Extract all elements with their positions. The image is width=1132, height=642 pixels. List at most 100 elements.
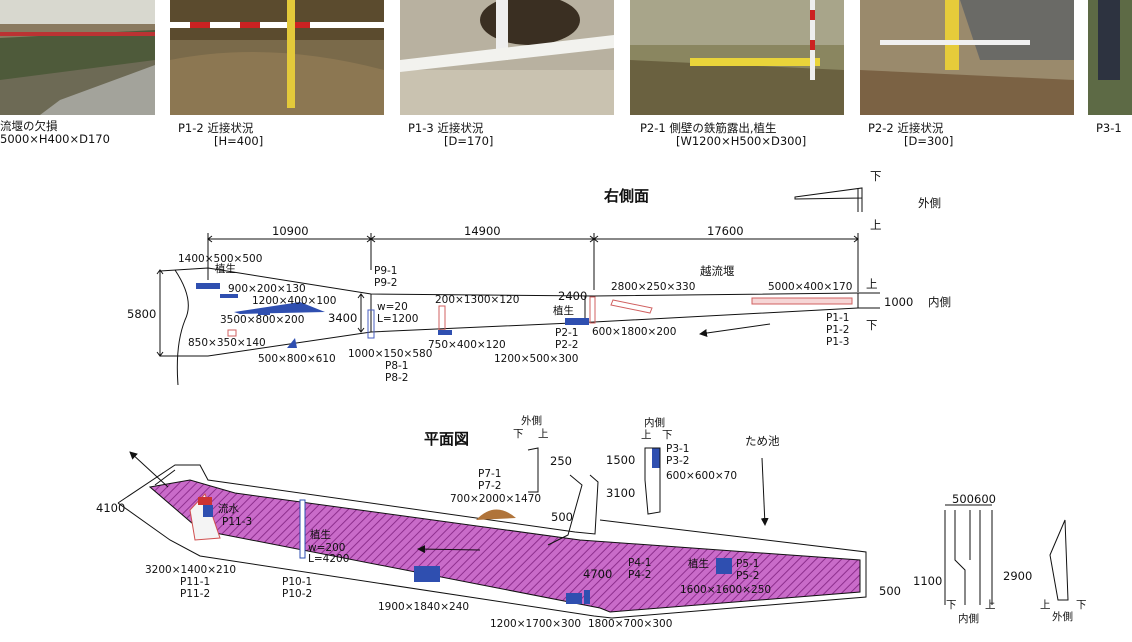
- side-down-right: 下: [866, 318, 878, 332]
- plan-dim-600: 600: [974, 492, 996, 506]
- photo-p1-2: [170, 0, 384, 115]
- plan-inner-right: 内側: [958, 612, 979, 625]
- plan-dim-250: 250: [550, 454, 572, 468]
- plan-dim-4700: 4700: [583, 567, 612, 581]
- plan-dim-3100: 3100: [606, 486, 635, 500]
- plan-label-p4-1: P4-1: [628, 557, 651, 569]
- plan-label-p7-2: P7-2: [478, 480, 501, 492]
- side-label-L: L=1200: [377, 313, 418, 325]
- plan-label-p4-2: P4-2: [628, 569, 651, 581]
- plan-detail-inner: [644, 447, 661, 515]
- side-label-m: 5000×400×170: [768, 281, 852, 293]
- plan-inner-top: 内側: [644, 416, 665, 429]
- side-label-a1: 1400×500×500: [178, 253, 262, 265]
- photo-p3-1: [1088, 0, 1132, 115]
- plan-up-far: 上: [1040, 599, 1051, 611]
- plan-down-top: 下: [513, 428, 524, 440]
- side-dim-1: 10900: [272, 224, 309, 238]
- plan-outer-far: 外側: [1052, 610, 1073, 623]
- side-label-f: 500×800×610: [258, 353, 336, 365]
- plan-outflow-arrow: [129, 451, 169, 488]
- plan-label-p11-1: P11-1: [180, 576, 210, 588]
- side-label-p1a: P1-1: [826, 312, 849, 324]
- plan-label-p7-1: P7-1: [478, 468, 501, 480]
- side-label-c: 1200×400×100: [252, 295, 336, 307]
- side-outer-label: 外側: [918, 196, 941, 210]
- photo-p2-1: [630, 0, 844, 115]
- side-label-p2a: P2-1: [555, 327, 578, 339]
- plan-down-far: 下: [1076, 599, 1087, 611]
- plan-walls: [117, 464, 867, 619]
- plan-label-q4: 1800×700×300: [588, 618, 672, 630]
- side-label-h: 200×1300×120: [435, 294, 519, 306]
- plan-label-p10-2: P10-2: [282, 588, 312, 600]
- side-height-right: 2400: [558, 289, 587, 303]
- plan-detail-right: [944, 504, 1069, 605]
- plan-dim-500a: 500: [551, 510, 573, 524]
- plan-view: 平面図 ため池: [96, 414, 1087, 630]
- side-label-k: 2800×250×330: [611, 281, 695, 293]
- side-flow-arrow: [699, 323, 771, 337]
- photo-p2-2: [860, 0, 1074, 115]
- plan-dim-1500: 1500: [606, 453, 635, 467]
- side-inner-label: 内側: [928, 295, 951, 309]
- plan-label-p3-2: P3-2: [666, 455, 689, 467]
- photo-caption-4: P2-1 側壁の鉄筋露出,植生[W1200×H500×D300]: [640, 121, 807, 148]
- plan-label-q7: 1600×1600×250: [680, 584, 771, 596]
- plan-outer-top: 外側: [521, 414, 542, 427]
- side-label-veg2: 植生: [553, 304, 574, 317]
- side-label-p2b: P2-2: [555, 339, 578, 351]
- photo-caption-3: P1-3 近接状況[D=170]: [408, 121, 494, 148]
- photo-caption-6: P3-1: [1096, 121, 1122, 135]
- plan-label-p3-1: P3-1: [666, 443, 689, 455]
- side-height-mid: 3400: [328, 311, 357, 325]
- plan-down-inner: 下: [662, 429, 673, 441]
- plan-dim-4100: 4100: [96, 501, 125, 515]
- side-label-l: 600×1800×200: [592, 326, 676, 338]
- plan-label-veg: 植生: [310, 528, 331, 541]
- side-weir-label: 越流堰: [700, 264, 735, 278]
- plan-up-top: 上: [538, 428, 549, 440]
- side-label-a2: 植生: [215, 262, 236, 275]
- side-label-w: w=20: [377, 301, 408, 313]
- side-up-right: 上: [866, 277, 878, 291]
- side-label-i: 750×400×120: [428, 339, 506, 351]
- side-label-p1b: P1-2: [826, 324, 849, 336]
- side-label-p9b: P9-2: [374, 277, 397, 289]
- plan-label-q5: 700×2000×1470: [450, 493, 541, 505]
- plan-damage-markers: [189, 448, 732, 604]
- plan-label-q6: 600×600×70: [666, 470, 737, 482]
- side-height-end: 1000: [884, 295, 913, 309]
- plan-label-q1: 3200×1400×210: [145, 564, 236, 576]
- side-outline: [156, 267, 880, 386]
- plan-dim-1100: 1100: [913, 574, 942, 588]
- side-dimension-lines: [207, 233, 859, 292]
- plan-up-inner: 上: [641, 429, 652, 441]
- plan-label-p11-3: P11-3: [222, 516, 252, 528]
- plan-dim-500c: 500: [952, 492, 974, 506]
- side-label-g: 1000×150×580: [348, 348, 432, 360]
- side-view-title: 右側面: [604, 187, 649, 205]
- plan-label-flow: 流水: [218, 502, 239, 515]
- side-down-top: 下: [870, 169, 882, 183]
- plan-label-p5-2: P5-2: [736, 570, 759, 582]
- side-label-b: 900×200×130: [228, 283, 306, 295]
- side-label-p8a: P8-1: [385, 360, 408, 372]
- plan-label-p11-2: P11-2: [180, 588, 210, 600]
- orientation-symbol: [794, 187, 863, 212]
- side-label-d: 3500×800×200: [220, 314, 304, 326]
- plan-pond-label: ため池: [745, 434, 780, 448]
- side-dim-2: 14900: [464, 224, 501, 238]
- side-label-p9a: P9-1: [374, 265, 397, 277]
- plan-up-right: 上: [985, 599, 996, 611]
- photo-caption-5: P2-2 近接状況[D=300]: [868, 121, 954, 148]
- plan-channel-floor: [148, 479, 861, 613]
- plan-label-p10-1: P10-1: [282, 576, 312, 588]
- plan-dim-2900: 2900: [1003, 569, 1032, 583]
- side-label-j: 1200×500×300: [494, 353, 578, 365]
- plan-detail-outer: [527, 447, 539, 493]
- plan-view-title: 平面図: [424, 430, 469, 448]
- plan-label-q3: 1200×1700×300: [490, 618, 581, 630]
- photo-p1-3: [400, 0, 614, 115]
